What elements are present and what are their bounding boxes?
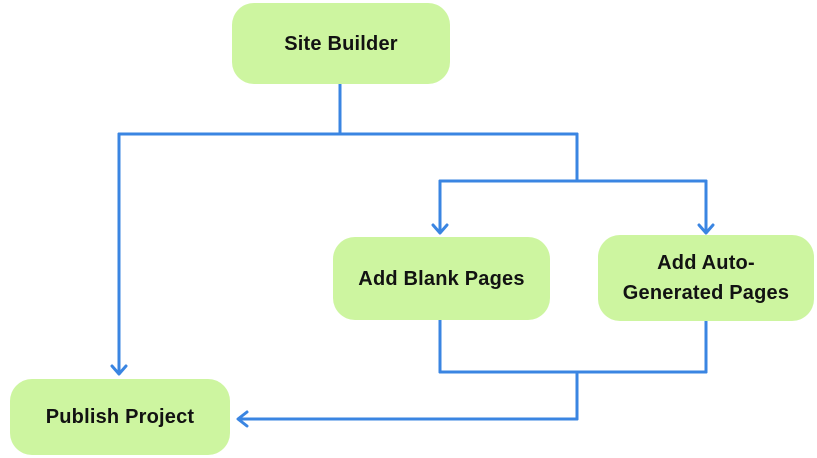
arrowhead-into-add-auto [697, 223, 715, 235]
node-add-auto-generated-pages[interactable]: Add Auto-Generated Pages [598, 235, 814, 321]
node-publish-project[interactable]: Publish Project [10, 379, 230, 455]
node-add-blank-pages[interactable]: Add Blank Pages [333, 237, 550, 320]
node-add-auto-generated-pages-label: Add Auto-Generated Pages [622, 252, 790, 304]
node-site-builder-label: Site Builder [284, 32, 398, 55]
node-site-builder[interactable]: Site Builder [232, 3, 450, 84]
node-add-blank-pages-label: Add Blank Pages [358, 267, 525, 290]
arrowhead-into-add-blank [431, 223, 449, 235]
arrowhead-into-publish-right [236, 410, 249, 428]
node-publish-project-label: Publish Project [45, 406, 195, 428]
arrowhead-into-publish-top [110, 364, 128, 376]
